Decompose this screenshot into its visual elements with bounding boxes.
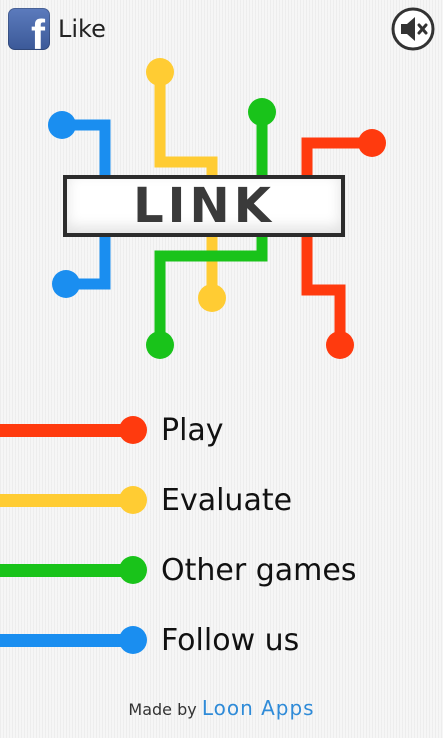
- yellow-node: [198, 284, 226, 312]
- follow-us-dot: [119, 626, 147, 654]
- sound-toggle-button[interactable]: [390, 6, 436, 52]
- follow-us-button[interactable]: Follow us: [0, 620, 299, 660]
- blue-node: [52, 270, 80, 298]
- blue-top-line: [62, 119, 111, 180]
- blue-node: [48, 111, 76, 139]
- evaluate-line: [0, 493, 125, 507]
- evaluate-button[interactable]: Evaluate: [0, 480, 292, 520]
- other-games-label: Other games: [161, 552, 357, 588]
- facebook-icon: f: [8, 8, 50, 50]
- green-node: [248, 98, 276, 126]
- logo-graphic: [48, 58, 386, 359]
- other-games-button[interactable]: Other games: [0, 550, 356, 590]
- red-bottom-line: [301, 235, 346, 345]
- footer-prefix: Made by: [128, 700, 197, 719]
- footer-credit[interactable]: Made by Loon Apps: [0, 696, 443, 720]
- follow-us-label: Follow us: [161, 622, 300, 658]
- speaker-muted-icon: [401, 17, 428, 41]
- game-title: LINK: [133, 178, 275, 234]
- other-games-line: [0, 563, 125, 577]
- play-button[interactable]: Play: [0, 410, 224, 450]
- green-node: [146, 331, 174, 359]
- yellow-top-line: [154, 72, 218, 180]
- play-line: [0, 423, 125, 437]
- yellow-node: [146, 58, 174, 86]
- play-label: Play: [161, 412, 224, 448]
- other-games-dot: [119, 556, 147, 584]
- red-node: [326, 331, 354, 359]
- footer-brand: Loon Apps: [201, 696, 315, 720]
- green-bottom-line: [154, 235, 268, 345]
- red-top-line: [301, 137, 372, 180]
- follow-us-line: [0, 633, 125, 647]
- facebook-like-button[interactable]: f Like: [8, 8, 106, 50]
- evaluate-label: Evaluate: [161, 482, 293, 518]
- like-label: Like: [58, 15, 106, 43]
- red-node: [358, 129, 386, 157]
- game-title-box: LINK: [63, 175, 345, 237]
- evaluate-dot: [119, 486, 147, 514]
- play-dot: [119, 416, 147, 444]
